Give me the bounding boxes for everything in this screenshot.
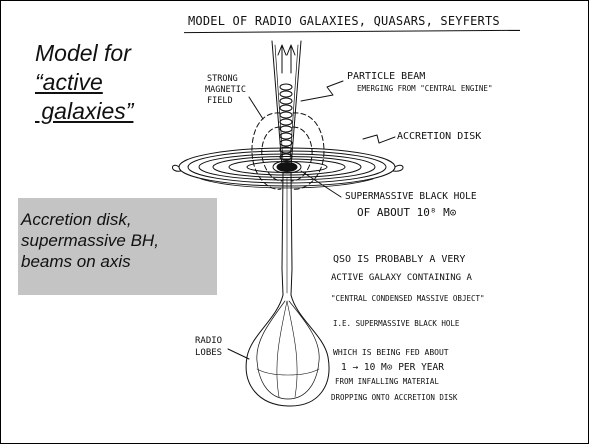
model-callout-line2: “active [35,68,133,97]
note-line: I.E. SUPERMASSIVE BLACK HOLE [333,320,459,328]
label-black-hole-1: SUPERMASSIVE BLACK HOLE [345,192,477,202]
model-callout: Model for “active galaxies” [35,39,133,126]
lower-beam-left-edge [282,173,283,295]
label-field-1: STRONG [207,75,238,84]
label-lobes-2: LOBES [195,349,222,358]
note-line: WHICH IS BEING FED ABOUT [333,349,449,357]
caption-line: beams on axis [21,251,159,272]
label-field-3: FIELD [207,97,233,106]
diagram-heading: MODEL OF RADIO GALAXIES, QUASARS, SEYFER… [188,15,500,27]
caption-line: supermassive BH, [21,230,159,251]
lobes-leader [228,349,249,359]
note-line: QSO IS PROBABLY A VERY [333,255,465,265]
field-leader [249,97,263,119]
beam-arrow-left [278,45,286,73]
caption-line: Accretion disk, [21,209,159,230]
black-hole [277,163,297,172]
note-line: "CENTRAL CONDENSED MASSIVE OBJECT" [331,295,485,303]
note-line: 1 → 10 M⊙ PER YEAR [341,363,444,373]
disk-leader [363,135,395,143]
model-callout-line1: Model for [35,39,133,68]
label-black-hole-2: OF ABOUT 10⁸ M⊙ [357,207,456,218]
caption-text: Accretion disk, supermassive BH, beams o… [18,209,159,272]
label-lobes-1: RADIO [195,337,222,346]
label-accretion-disk: ACCRETION DISK [397,132,481,142]
beam-leader [301,81,343,101]
label-field-2: MAGNETIC [205,86,246,95]
radio-lobe [246,295,329,406]
label-beam-2: EMERGING FROM "CENTRAL ENGINE" [357,85,492,93]
note-line: ACTIVE GALAXY CONTAINING A [331,274,472,283]
model-callout-line3: galaxies” [35,97,133,126]
note-line: FROM INFALLING MATERIAL [335,378,439,386]
label-beam-1: PARTICLE BEAM [347,72,425,82]
lower-beam-right-edge [291,173,292,295]
beam-arrow-right [287,45,295,73]
note-line: DROPPING ONTO ACCRETION DISK [331,394,457,402]
